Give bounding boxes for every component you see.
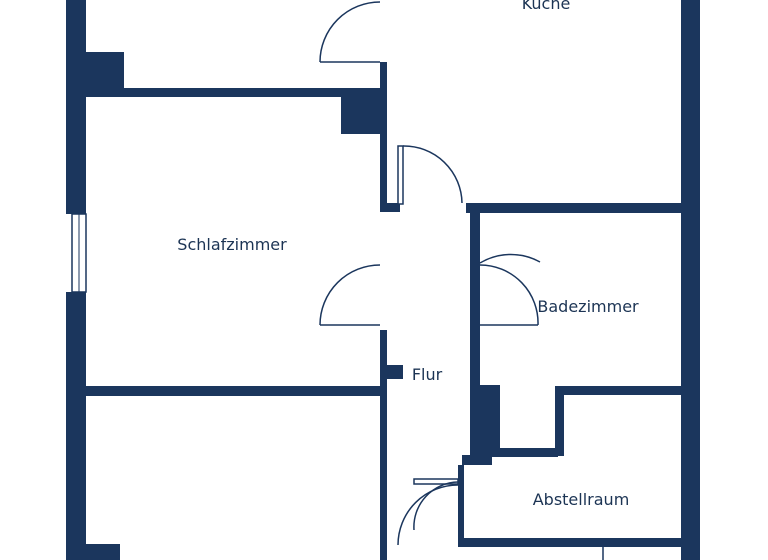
outer-wall-left-lower bbox=[66, 292, 86, 560]
door-bad-swing bbox=[479, 264, 539, 326]
door-abstellraum-leaf bbox=[413, 478, 459, 485]
outer-wall-right bbox=[681, 0, 700, 560]
room-label-schlafzimmer: Schlafzimmer bbox=[177, 235, 287, 254]
door-bad-swing-upper bbox=[479, 253, 541, 264]
wall-top-room-bottom bbox=[86, 88, 380, 97]
doors bbox=[319, 1, 604, 560]
room-labels: Küche Schlafzimmer Badezimmer Flur Abste… bbox=[177, 0, 639, 509]
wall-abstellraum-left bbox=[458, 465, 464, 547]
door-abstellraum-inner-swing bbox=[413, 481, 459, 531]
walls bbox=[66, 0, 700, 560]
outer-wall-left-upper bbox=[66, 0, 86, 214]
door-flur-upper-leaf bbox=[397, 145, 404, 205]
wall-bad-left bbox=[470, 203, 480, 465]
wall-abstellraum-bottom bbox=[460, 538, 681, 547]
wall-bad-bottom-right bbox=[558, 386, 681, 395]
wall-flur-left-stub bbox=[387, 203, 400, 212]
room-label-badezimmer: Badezimmer bbox=[537, 297, 639, 316]
door-kueche-swing bbox=[319, 1, 381, 63]
wall-kueche-left-upper bbox=[380, 62, 387, 212]
door-abstellraum-swing bbox=[397, 484, 459, 546]
wall-bad-bottom-left bbox=[490, 448, 558, 457]
wall-bad-right-step bbox=[555, 386, 564, 456]
room-label-kueche: Küche bbox=[522, 0, 571, 13]
door-flur-upper-swing bbox=[402, 145, 463, 204]
wall-flur-left-lower bbox=[380, 330, 387, 560]
wall-kueche-bottom bbox=[466, 203, 681, 213]
wall-bad-left-block bbox=[470, 385, 500, 457]
room-label-flur: Flur bbox=[412, 365, 443, 384]
corner-block-schlafzimmer bbox=[341, 97, 380, 134]
windows bbox=[71, 213, 87, 293]
flur-pillar bbox=[387, 365, 403, 379]
outer-wall-bottom-left bbox=[86, 544, 120, 560]
room-label-abstellraum: Abstellraum bbox=[533, 490, 630, 509]
corner-block-topleft bbox=[86, 52, 124, 88]
door-schlafzimmer-swing bbox=[319, 264, 381, 326]
wall-schlafzimmer-bottom bbox=[86, 386, 386, 396]
